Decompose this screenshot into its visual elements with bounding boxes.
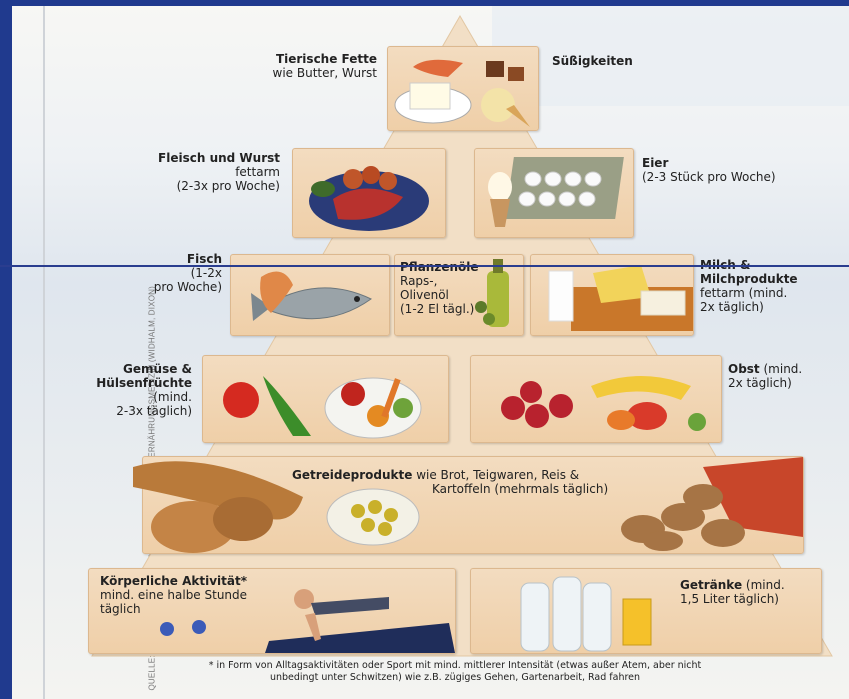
label-meat-sub1: fettarm (235, 165, 280, 179)
fruit-illustration (471, 356, 721, 442)
label-grains-title: Getreideprodukte (292, 468, 412, 482)
label-animal-fats: Tierische Fette wie Butter, Wurst (237, 52, 377, 80)
label-fish-title: Fisch (187, 252, 222, 266)
label-fruit-title: Obst (728, 362, 760, 376)
label-fish-sub1: (1-2x (191, 266, 222, 280)
dairy-illustration (531, 255, 693, 335)
label-vegetables-title: Gemüse & (123, 362, 192, 376)
label-activity-sub1: mind. eine halbe Stunde (100, 588, 247, 602)
label-eggs: Eier (2-3 Stück pro Woche) (642, 156, 776, 184)
label-oil-title: Pflanzenöle (400, 260, 479, 274)
label-drinks-sub2: 1,5 Liter täglich) (680, 592, 779, 606)
label-oil-sub2: Olivenöl (400, 288, 449, 302)
label-oil: Pflanzenöle Raps-, Olivenöl (1-2 El tägl… (400, 260, 490, 316)
pyramid-page: QUELLE: MEDIZINISCHE UNIVERSITÄT WIEN, A… (12, 6, 849, 699)
label-animal-fats-title: Tierische Fette (276, 52, 377, 66)
label-sweets: Süßigkeiten (552, 54, 633, 68)
label-dairy-sub2: 2x täglich) (700, 300, 764, 314)
fats-sweets-illustration (388, 47, 538, 130)
footnote-line1: * in Form von Alltagsaktivitäten oder Sp… (209, 660, 702, 671)
tier2-meat-image (292, 148, 446, 238)
eggs-illustration (475, 149, 633, 237)
label-oil-sub3: (1-2 El tägl.) (400, 302, 474, 316)
label-drinks-title: Getränke (680, 578, 742, 592)
label-sweets-title: Süßigkeiten (552, 54, 633, 68)
label-vegetables-title2: Hülsenfrüchte (96, 376, 192, 390)
label-fruit: Obst (mind. 2x täglich) (728, 362, 802, 390)
label-animal-fats-sub: wie Butter, Wurst (273, 66, 377, 80)
tier4-fruit-image (470, 355, 722, 443)
label-activity-sub2: täglich (100, 602, 141, 616)
label-meat: Fleisch und Wurst fettarm (2-3x pro Woch… (112, 151, 280, 193)
meat-illustration (293, 149, 445, 237)
label-grains-sub2: Kartoffeln (mehrmals täglich) (292, 482, 608, 496)
footnote: * in Form von Alltagsaktivitäten oder Sp… (90, 660, 820, 684)
label-eggs-title: Eier (642, 156, 668, 170)
label-dairy-sub1: fettarm (mind. (700, 286, 787, 300)
label-fish-sub2: pro Woche) (154, 280, 222, 294)
label-grains-sub: wie Brot, Teigwaren, Reis & (412, 468, 579, 482)
label-drinks-sub: (mind. (742, 578, 785, 592)
label-meat-sub2: (2-3x pro Woche) (177, 179, 280, 193)
label-activity: Körperliche Aktivität* mind. eine halbe … (100, 574, 340, 616)
label-oil-sub1: Raps-, (400, 274, 437, 288)
tier4-vegetables-image (202, 355, 449, 443)
label-dairy-title2: Milchprodukte (700, 272, 798, 286)
vegetables-illustration (203, 356, 448, 442)
label-activity-title: Körperliche Aktivität* (100, 574, 247, 588)
horizontal-divider-line (0, 265, 849, 267)
label-fruit-sub2: 2x täglich) (728, 376, 792, 390)
tier2-eggs-image (474, 148, 634, 238)
footnote-line2: unbedingt unter Schwitzen) wie z.B. zügi… (270, 672, 640, 683)
label-drinks: Getränke (mind. 1,5 Liter täglich) (680, 578, 820, 606)
label-vegetables-sub1: (mind. (153, 390, 192, 404)
label-fruit-sub: (mind. (760, 362, 803, 376)
label-vegetables: Gemüse & Hülsenfrüchte (mind. 2-3x tägli… (72, 362, 192, 418)
label-fish: Fisch (1-2x pro Woche) (122, 252, 222, 294)
label-grains: Getreideprodukte wie Brot, Teigwaren, Re… (292, 468, 682, 496)
label-eggs-sub: (2-3 Stück pro Woche) (642, 170, 776, 184)
label-vegetables-sub2: 2-3x täglich) (116, 404, 192, 418)
tier1-food-image (387, 46, 539, 131)
fish-illustration (231, 255, 389, 335)
label-meat-title: Fleisch und Wurst (158, 151, 280, 165)
